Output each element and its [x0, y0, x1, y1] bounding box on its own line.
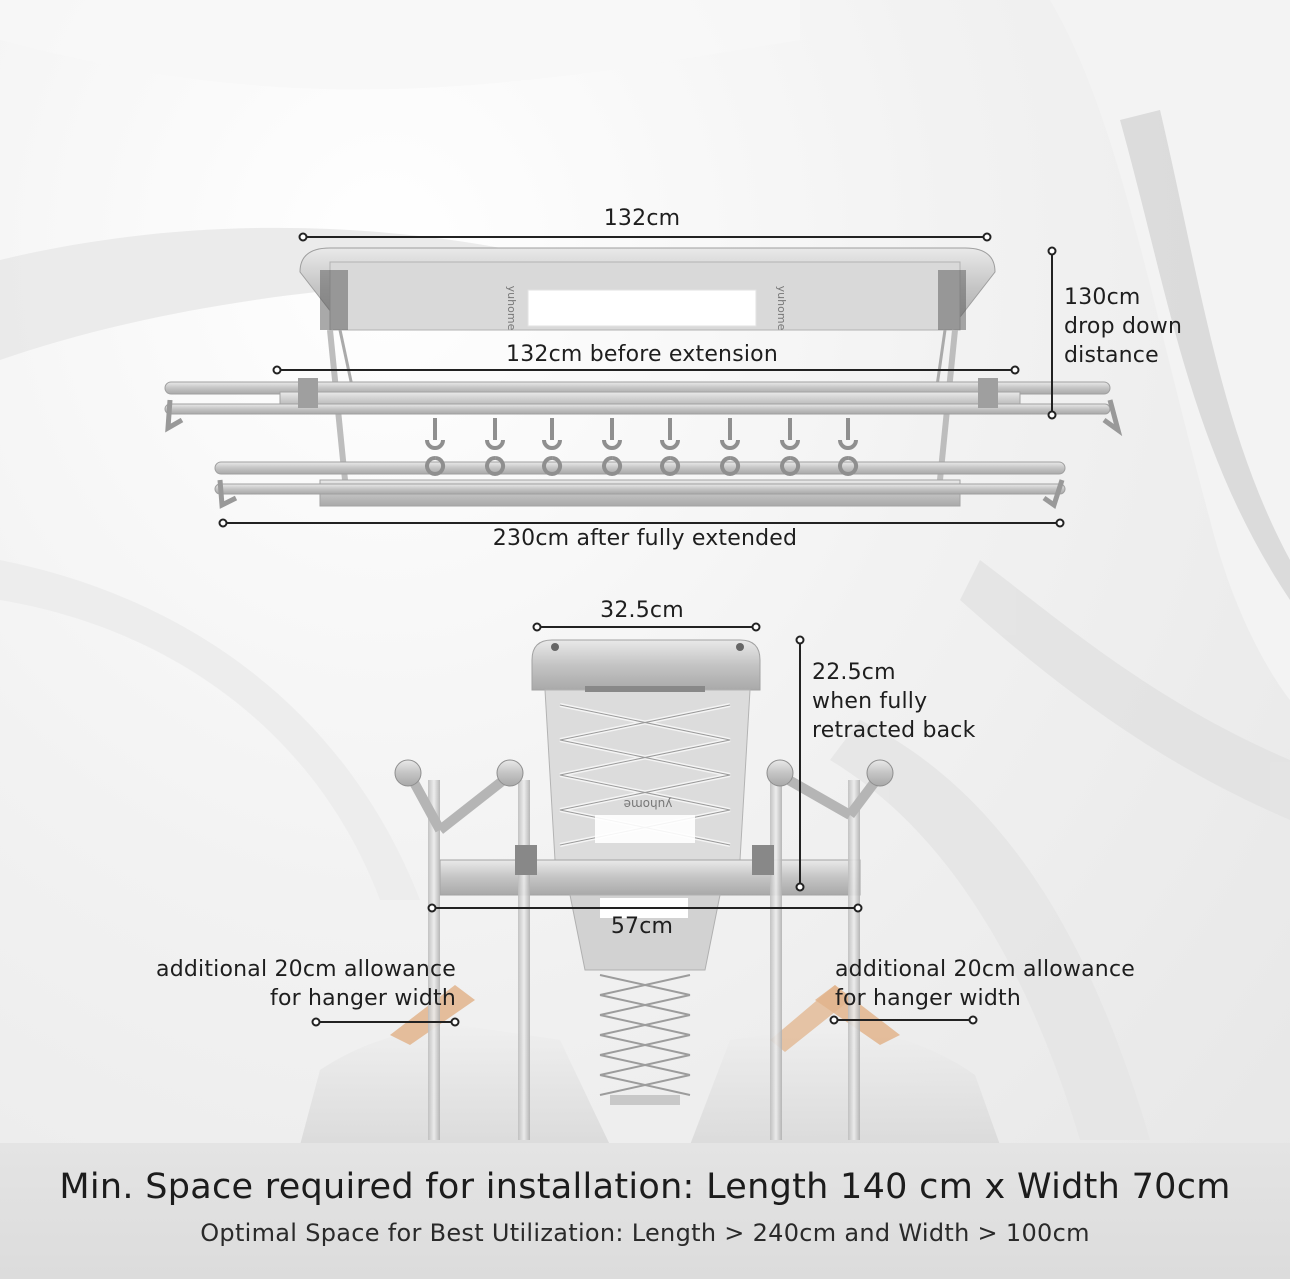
footer-band: Min. Space required for installation: Le…	[0, 1143, 1290, 1279]
retracted-height-label: 22.5cm when fully retracted back	[812, 658, 976, 745]
drop-distance-line-3: distance	[1064, 343, 1159, 368]
brand-mark-side: yuhome	[624, 797, 673, 811]
allowance-right-label: additional 20cm allowance for hanger wid…	[835, 955, 1135, 1013]
drop-distance-line-1: 130cm	[1064, 285, 1141, 310]
retracted-line-1: 22.5cm	[812, 660, 896, 685]
hanger-hooks	[425, 418, 858, 476]
allowance-left-line-2: for hanger width	[270, 986, 456, 1011]
top-view-product	[164, 247, 1123, 509]
brand-mark-left: yuhome	[505, 286, 518, 331]
depth-label: 32.5cm	[600, 598, 684, 623]
drop-distance-label: 130cm drop down distance	[1064, 283, 1182, 370]
side-view-product	[300, 639, 1000, 1145]
footer-title: Min. Space required for installation: Le…	[59, 1167, 1231, 1207]
allowance-left-label: additional 20cm allowance for hanger wid…	[140, 955, 456, 1013]
allowance-right-line-1: additional 20cm allowance	[835, 957, 1135, 982]
drop-distance-line-2: drop down	[1064, 314, 1183, 339]
allowance-left-line-1: additional 20cm allowance	[156, 957, 456, 982]
retracted-line-3: retracted back	[812, 718, 976, 743]
top-dimension-lines	[218, 232, 1065, 528]
retracted-line-2: when fully	[812, 689, 928, 714]
side-dimension-lines	[311, 622, 978, 1027]
tray-width-label: 57cm	[610, 914, 674, 939]
brand-mark-right: yuhome	[775, 286, 788, 331]
bar-length-label: 132cm before extension	[506, 342, 778, 367]
top-width-label: 132cm	[603, 206, 681, 231]
footer-subtitle: Optimal Space for Best Utilization: Leng…	[200, 1219, 1090, 1247]
extended-length-label: 230cm after fully extended	[492, 526, 798, 551]
allowance-right-line-2: for hanger width	[835, 986, 1021, 1011]
